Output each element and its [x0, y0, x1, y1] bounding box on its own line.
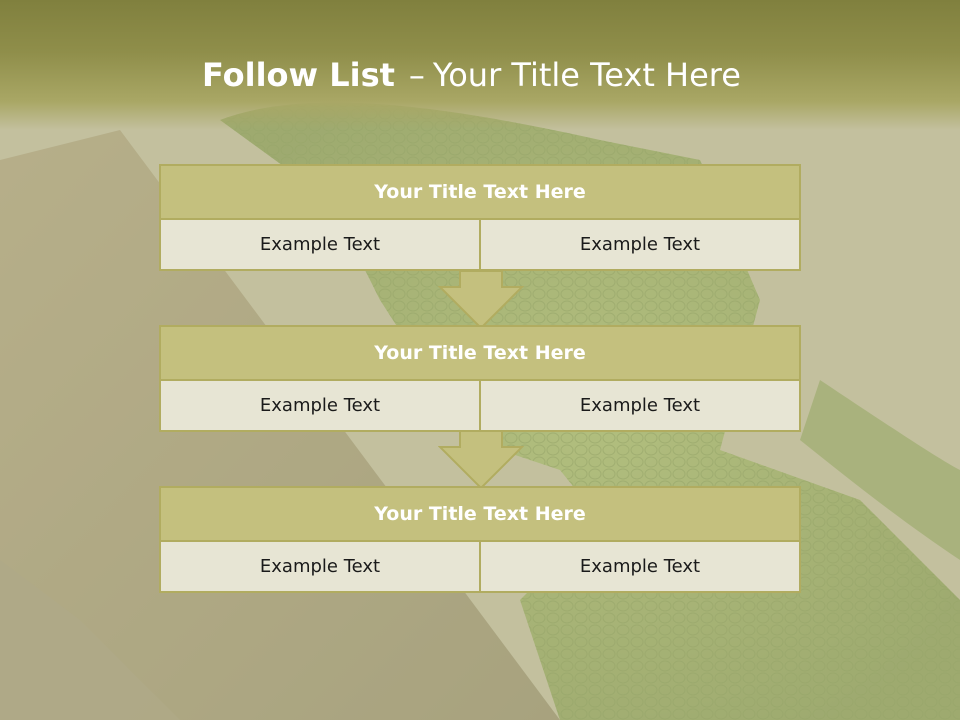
step-row: Example Text Example Text	[159, 542, 801, 593]
step-right-text: Example Text	[481, 381, 801, 432]
step-row: Example Text Example Text	[159, 220, 801, 271]
header-band	[0, 0, 960, 130]
title-rest: Your Title Text Here	[432, 56, 741, 94]
title-bold: Follow List	[202, 56, 395, 94]
step-title: Your Title Text Here	[159, 486, 801, 542]
step-block-3: Your Title Text Here Example Text Exampl…	[159, 486, 801, 593]
step-right-text: Example Text	[481, 220, 801, 271]
step-block-1: Your Title Text Here Example Text Exampl…	[159, 164, 801, 271]
step-left-text: Example Text	[159, 542, 481, 593]
step-title: Your Title Text Here	[159, 164, 801, 220]
step-title: Your Title Text Here	[159, 325, 801, 381]
down-arrow-icon	[438, 430, 524, 490]
step-right-text: Example Text	[481, 542, 801, 593]
step-block-2: Your Title Text Here Example Text Exampl…	[159, 325, 801, 432]
step-row: Example Text Example Text	[159, 381, 801, 432]
step-left-text: Example Text	[159, 220, 481, 271]
title-separator: –	[408, 56, 425, 94]
step-left-text: Example Text	[159, 381, 481, 432]
down-arrow-icon	[438, 270, 524, 330]
slide-title: Follow List–Your Title Text Here	[0, 52, 943, 98]
